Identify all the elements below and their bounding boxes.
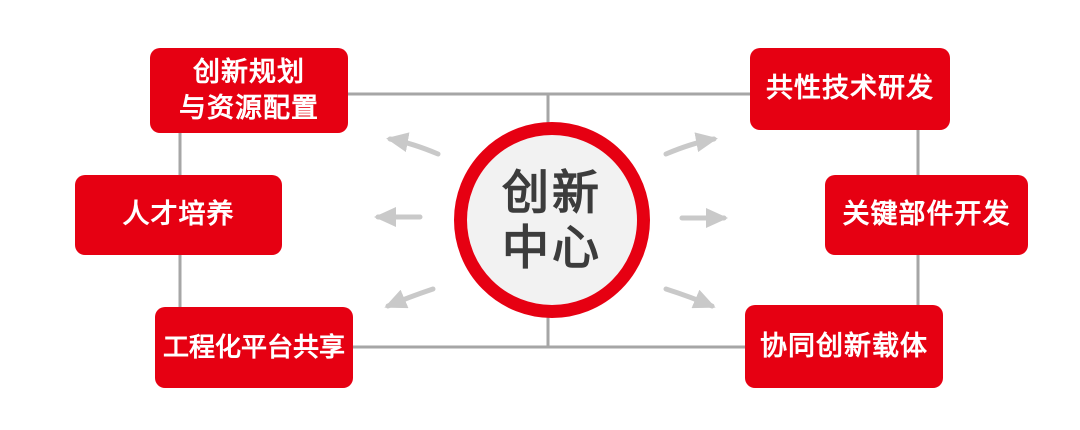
box-key-components-development-label: 关键部件开发 <box>842 199 1011 230</box>
center-innovation-circle: 创新 中心 <box>454 122 650 318</box>
box-innovation-planning: 创新规划 与资源配置 <box>150 48 348 133</box>
arrow-upper-right-icon <box>663 132 718 157</box>
arrow-upper-left-icon <box>386 132 441 157</box>
arrow-lower-left-icon <box>384 286 436 309</box>
box-common-technology-rd: 共性技术研发 <box>750 48 950 130</box>
box-innovation-planning-label: 创新规划 与资源配置 <box>179 57 319 123</box>
box-engineering-platform-sharing: 工程化平台共享 <box>155 307 353 388</box>
box-key-components-development: 关键部件开发 <box>825 175 1028 255</box>
center-innovation-circle-label: 创新 中心 <box>502 165 602 274</box>
box-talent-training: 人才培养 <box>75 175 282 255</box>
box-talent-training-label: 人才培养 <box>122 199 235 230</box>
box-collaborative-innovation-carrier-label: 协同创新载体 <box>760 330 928 361</box>
arrow-lower-right-icon <box>663 286 716 309</box>
box-common-technology-rd-label: 共性技术研发 <box>766 73 934 104</box>
box-engineering-platform-sharing-label: 工程化平台共享 <box>162 331 345 362</box>
box-collaborative-innovation-carrier: 协同创新载体 <box>745 305 943 388</box>
